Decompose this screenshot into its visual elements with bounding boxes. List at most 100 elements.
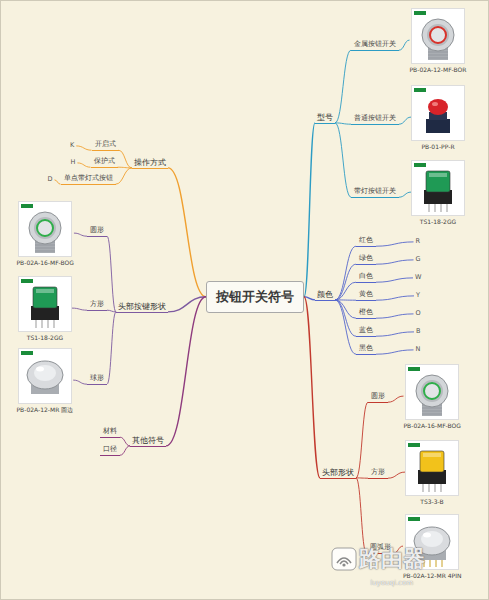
product-image-node: PB-02A-12-MR 圆边 (17, 348, 74, 413)
brand-logo (414, 163, 426, 167)
branch-connector (376, 260, 414, 264)
subtopic: 开启式 (92, 141, 119, 151)
subtopic: 带灯按钮开关 (351, 188, 399, 198)
code-leaf: N (414, 346, 423, 354)
code-leaf: R (414, 238, 423, 246)
branch-connector (168, 168, 206, 297)
branch-connector (399, 40, 410, 50)
product-photo (411, 85, 465, 141)
branch-topic-text: 操作方式 (134, 158, 166, 167)
branch-connector (335, 123, 351, 197)
subtopic-text: 口径 (103, 446, 117, 454)
brand-logo (408, 517, 420, 521)
branch-topic-text: 型号 (317, 113, 333, 122)
product-image-node: PB-02A-16-MF-BOG (17, 201, 74, 266)
branch-connector (335, 300, 356, 354)
product-image-node: PB-01-PP-R (411, 85, 465, 150)
branch-connector (73, 380, 87, 384)
branch-topic: 颜色 (315, 290, 335, 301)
branch-topic: 操作方式 (132, 158, 168, 169)
branch-connector (168, 297, 206, 312)
branch-connector (304, 297, 320, 478)
model-number: TS1-18-2GG (411, 218, 465, 225)
watermark-logo (332, 548, 356, 570)
code-letter: G (416, 256, 421, 264)
model-number: PB-02A-12-MR 4PIN (403, 572, 461, 579)
model-number: TS1-18-2GG (18, 334, 72, 341)
subtopic: 蓝色 (356, 327, 376, 337)
subtopic: 圆形 (87, 227, 107, 237)
product-image-node: PB-02A-12-MF-BOR (410, 8, 467, 73)
brand-logo (21, 204, 33, 208)
code-leaf: Y (414, 292, 422, 300)
branch-connector (74, 233, 87, 236)
branch-connector (399, 117, 411, 124)
brand-logo (21, 351, 33, 355)
branch-connector (335, 264, 356, 300)
product-image-node: TS1-18-2GG (18, 276, 72, 341)
subtopic-text: 金属按钮开关 (354, 41, 396, 49)
subtopic: 口径 (100, 446, 120, 456)
product-image-node: TS3-3-B (405, 440, 459, 505)
branch-connector (72, 308, 87, 310)
branch-connector (388, 396, 404, 402)
code-leaf: W (413, 274, 423, 282)
watermark-text: 路由器 (359, 544, 425, 574)
branch-connector (76, 146, 91, 150)
code-letter: R (416, 238, 421, 246)
code-letter: W (415, 274, 421, 282)
code-leaf: H (69, 159, 78, 167)
subtopic: 圆形 (368, 393, 388, 403)
branch-connector (388, 472, 405, 478)
branch-connector (376, 242, 414, 246)
subtopic-text: 方形 (90, 301, 104, 309)
branch-connector (77, 163, 90, 167)
model-number: PB-02A-12-MR 圆边 (17, 406, 74, 413)
branch-connector (107, 236, 116, 312)
subtopic: 黄色 (356, 291, 376, 301)
subtopic-text: 绿色 (359, 255, 373, 263)
branch-connector (356, 477, 368, 478)
product-photo (18, 348, 72, 404)
subtopic: 方形 (368, 469, 388, 479)
branch-connector (356, 478, 367, 553)
branch-topic: 型号 (315, 113, 335, 124)
branch-connector (399, 192, 411, 197)
subtopic-text: 蓝色 (359, 327, 373, 335)
subtopic-text: 黄色 (359, 291, 373, 299)
branch-connector (120, 437, 130, 446)
branch-topic: 头部按键形状 (116, 302, 168, 313)
branch-connector (120, 446, 130, 455)
branch-topic: 其他符号 (130, 436, 166, 447)
subtopic-text: 黑色 (359, 345, 373, 353)
branch-connector (107, 310, 116, 312)
subtopic-text: 方形 (371, 469, 385, 477)
subtopic-text: 保护式 (94, 158, 115, 166)
central-topic-text: 按钮开关符号 (216, 289, 294, 305)
branch-connector (304, 123, 315, 297)
code-leaf: O (414, 310, 423, 318)
subtopic-text: 开启式 (95, 141, 116, 149)
code-letter: N (416, 346, 421, 354)
code-letter: O (416, 310, 421, 318)
branch-topic-text: 头部按键形状 (118, 302, 166, 311)
subtopic: 球形 (87, 375, 107, 385)
code-letter: B (416, 328, 420, 336)
code-letter: H (71, 159, 76, 167)
brand-logo (408, 367, 420, 371)
central-topic: 按钮开关符号 (206, 281, 304, 313)
subtopic: 绿色 (356, 255, 376, 265)
model-number: PB-02A-12-MF-BOR (410, 66, 467, 73)
subtopic-text: 圆形 (90, 227, 104, 235)
subtopic-text: 白色 (359, 273, 373, 281)
subtopic: 单点带灯式按钮 (61, 175, 116, 185)
branch-connector (376, 296, 414, 300)
product-image-node: TS1-18-2GG (411, 160, 465, 225)
subtopic: 材料 (100, 428, 120, 438)
subtopic: 保护式 (91, 158, 118, 168)
branch-connector (116, 168, 133, 184)
subtopic: 普通按钮开关 (351, 115, 399, 125)
subtopic-text: 橙色 (359, 309, 373, 317)
branch-connector (335, 246, 356, 300)
subtopic-text: 普通按钮开关 (354, 115, 396, 123)
